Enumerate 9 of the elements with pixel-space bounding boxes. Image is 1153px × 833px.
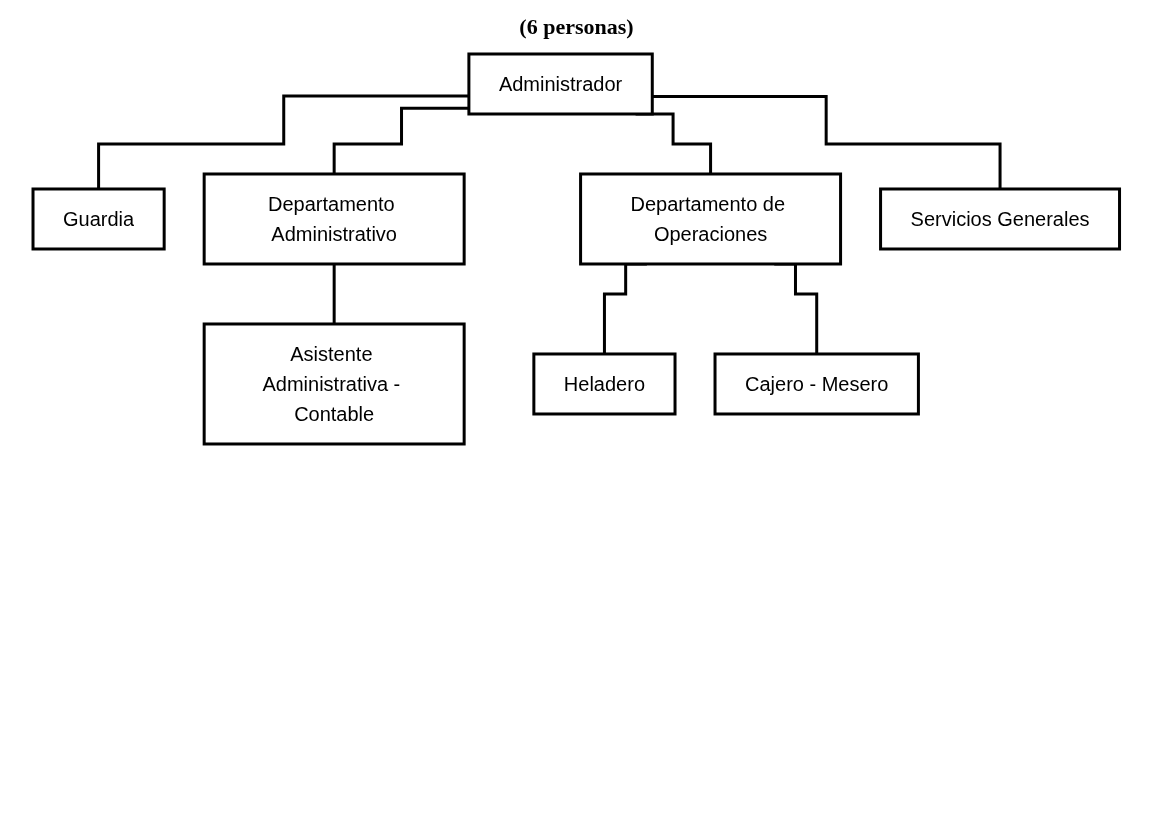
node-box: Asistente Administrativa - Contable <box>202 322 466 446</box>
node-box: Administrador <box>467 52 654 116</box>
chart-title: (6 personas) <box>518 14 635 40</box>
node-box: Guardia <box>31 187 166 251</box>
node-box: Departamento de Operaciones <box>579 172 843 266</box>
node-box: Servicios Generales <box>879 187 1122 251</box>
node-box: Departamento Administrativo <box>202 172 466 266</box>
node-box: Cajero - Mesero <box>713 352 921 416</box>
node-box: Heladero <box>532 352 677 416</box>
